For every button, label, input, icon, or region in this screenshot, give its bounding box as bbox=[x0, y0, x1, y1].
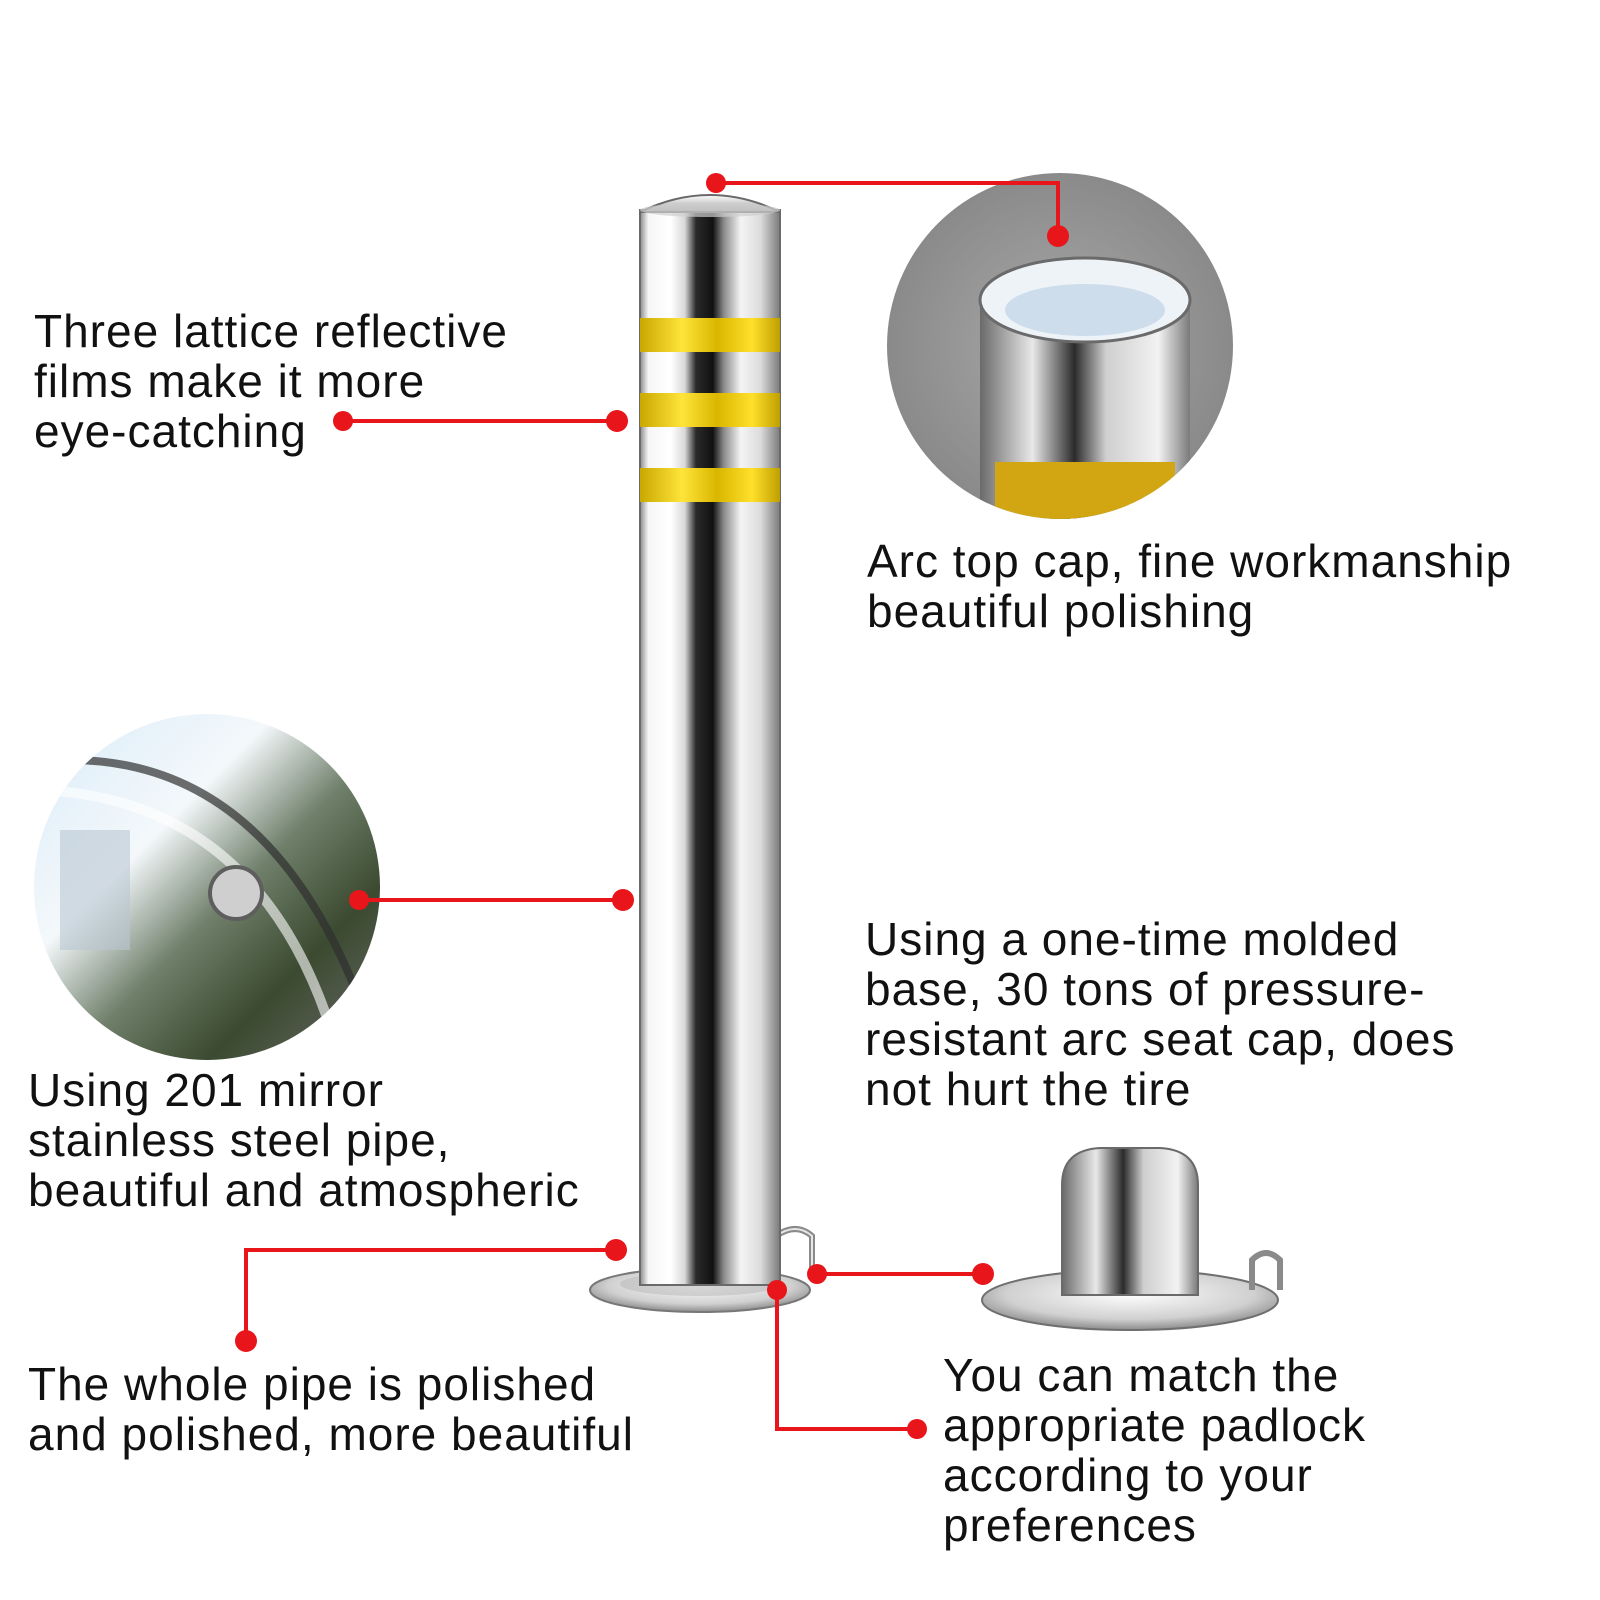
arc-top-cap-detail-photo bbox=[887, 173, 1233, 519]
padlock-base-cap-detail-photo bbox=[981, 1147, 1283, 1331]
bollard-pipe bbox=[639, 194, 781, 1286]
callout-polished-pipe: The whole pipe is polished and polished,… bbox=[28, 1358, 634, 1460]
callout-molded-base: Using a one-time molded base, 30 tons of… bbox=[865, 913, 1456, 1115]
leader-lines bbox=[244, 181, 1060, 1431]
leader-dots bbox=[235, 173, 1069, 1439]
padlock-ring bbox=[773, 1226, 815, 1268]
callout-reflective-films: Three lattice reflective films make it m… bbox=[34, 305, 508, 457]
reflective-film-band bbox=[640, 468, 780, 502]
leader-line-padlock bbox=[775, 1283, 917, 1431]
leader-line-top-cap bbox=[716, 181, 1060, 233]
reflective-films bbox=[640, 318, 780, 502]
reflective-film-band bbox=[640, 318, 780, 352]
mirror-stainless-detail-photo bbox=[34, 714, 380, 1060]
leader-line-polished-pipe bbox=[244, 1248, 616, 1336]
callout-padlock: You can match the appropriate padlock ac… bbox=[943, 1349, 1367, 1551]
callout-arc-top-cap: Arc top cap, fine workmanship beautiful … bbox=[867, 535, 1513, 637]
reflective-film-band bbox=[640, 393, 780, 427]
callout-mirror-pipe: Using 201 mirror stainless steel pipe, b… bbox=[28, 1064, 580, 1216]
